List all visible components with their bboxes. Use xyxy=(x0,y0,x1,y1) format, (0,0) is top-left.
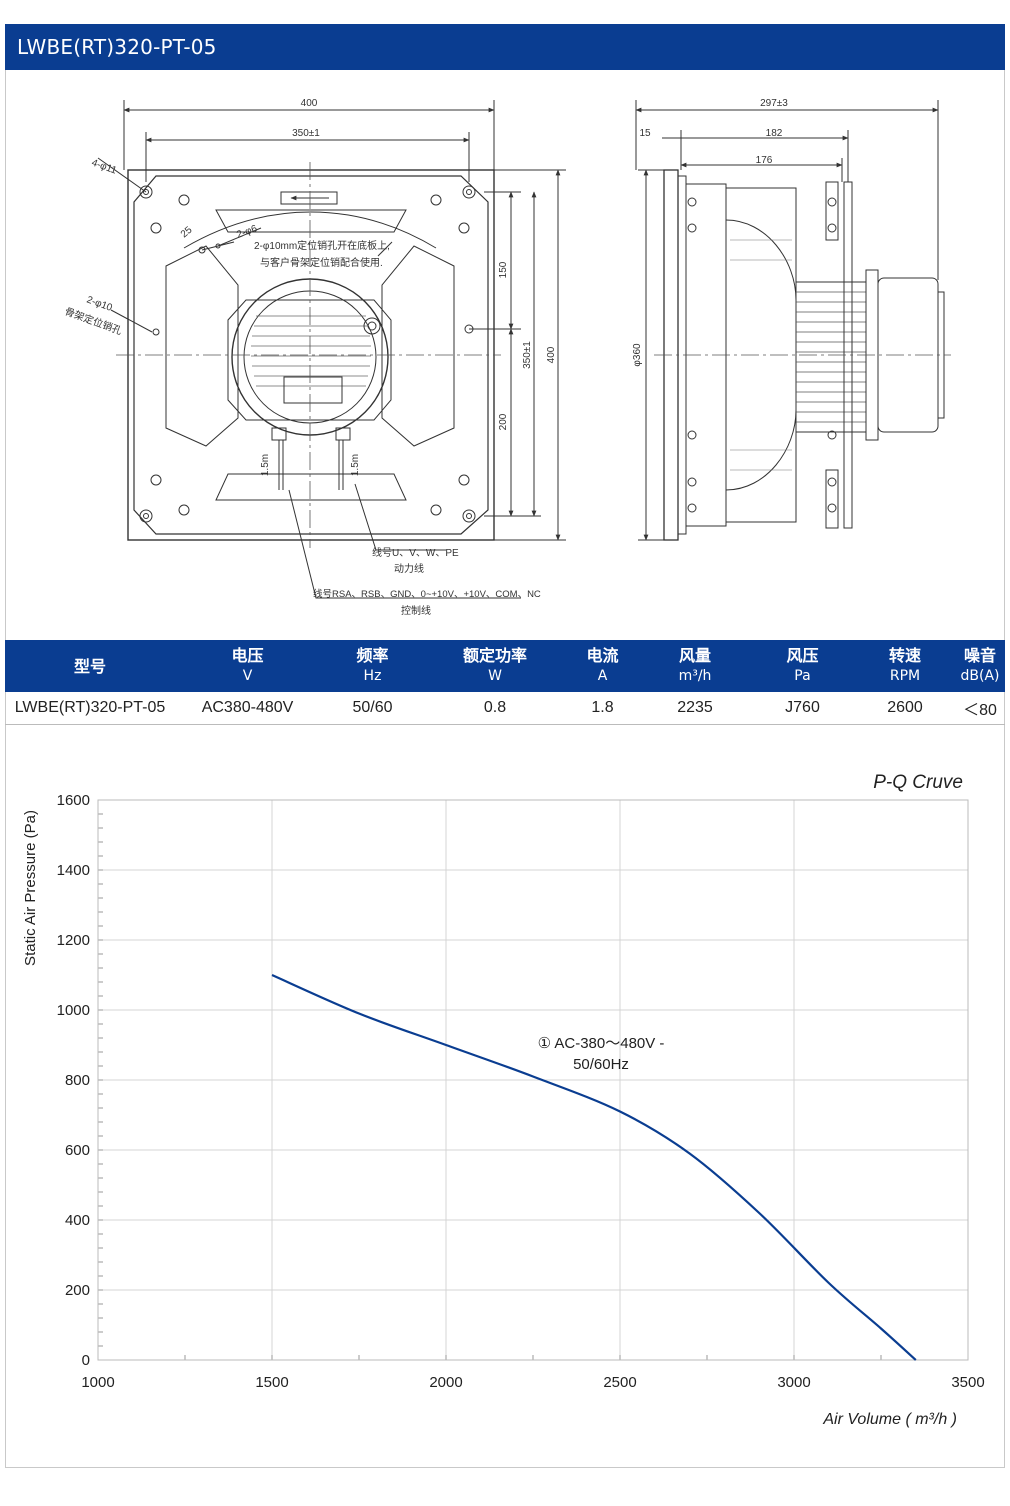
page-title: LWBE(RT)320-PT-05 xyxy=(5,24,1005,70)
y-tick-label: 0 xyxy=(82,1352,90,1369)
power-line-sub: 动力线 xyxy=(394,562,424,575)
dim-1-5m-b: 1.5m xyxy=(350,454,361,476)
cell-speed: 2600 xyxy=(855,692,955,725)
cell-current: 1.8 xyxy=(565,692,640,725)
power-line-label: 线号U、V、W、PE xyxy=(372,546,459,559)
control-line-label: 线号RSA、RSB、GND、0~+10V、+10V、COM、NC xyxy=(313,588,541,600)
technical-drawing: 400 350±1 4-φ11 25 2-φ6 2-φ10mm定位销孔开在底板上… xyxy=(63,98,951,617)
table-row: LWBE(RT)320-PT-05 AC380-480V 50/60 0.8 1… xyxy=(5,692,1005,725)
cell-airflow: 2235 xyxy=(640,692,750,725)
plot-frame xyxy=(97,799,969,1361)
y-tick-label: 600 xyxy=(65,1142,90,1159)
label-2-10: 2-φ10 xyxy=(85,294,114,314)
cell-frequency: 50/60 xyxy=(320,692,425,725)
dim-1-5m-a: 1.5m xyxy=(260,454,271,476)
dim-400-top: 400 xyxy=(301,98,318,109)
header-model: 型号 xyxy=(5,640,175,692)
dim-350-top: 350±1 xyxy=(292,128,320,139)
x-tick-label: 2500 xyxy=(603,1374,636,1391)
label-4-holes: 4-φ11 xyxy=(90,157,118,176)
label-2-10-sub: 骨架定位销孔 xyxy=(63,305,124,338)
x-tick-label: 3000 xyxy=(777,1374,810,1391)
dim-297: 297±3 xyxy=(760,98,788,109)
y-tick-label: 1200 xyxy=(57,932,90,949)
y-tick-label: 200 xyxy=(65,1282,90,1299)
dim-360: φ360 xyxy=(632,343,643,367)
cell-voltage: AC380-480V xyxy=(175,692,320,725)
chart-title: P-Q Cruve xyxy=(873,772,963,793)
dim-200: 200 xyxy=(498,413,509,430)
series-label-line-2: 50/60Hz xyxy=(573,1056,629,1073)
dim-15: 15 xyxy=(639,128,651,139)
label-25: 25 xyxy=(179,224,195,240)
note-line-2: 与客户骨架定位销配合使用. xyxy=(260,256,383,269)
pq-chart: 1000 1500 2000 2500 3000 3500 0 200 400 600 800 100… xyxy=(22,772,985,1428)
cell-power: 0.8 xyxy=(425,692,565,725)
control-line-sub: 控制线 xyxy=(401,604,431,617)
cell-model: LWBE(RT)320-PT-05 xyxy=(5,692,175,725)
x-axis-label: Air Volume ( m³/h ) xyxy=(822,1411,957,1428)
x-tick-label: 2000 xyxy=(429,1374,462,1391)
chart-grid xyxy=(97,799,969,1361)
x-tick-label: 1500 xyxy=(255,1374,288,1391)
y-tick-label: 1400 xyxy=(57,862,90,879)
y-tick-label: 800 xyxy=(65,1072,90,1089)
series-line-ac380 xyxy=(271,973,917,1361)
cell-pressure: J760 xyxy=(750,692,855,725)
label-2-6: 2-φ6 xyxy=(235,223,259,241)
dim-400-right: 400 xyxy=(546,346,557,363)
dim-150: 150 xyxy=(498,261,509,278)
chart-ticks: 1000 1500 2000 2500 3000 3500 0 200 400 600 800 100… xyxy=(57,792,985,1391)
dim-350-right: 350±1 xyxy=(522,341,533,369)
series-label-line-1: ① AC-380～480V - xyxy=(538,1035,665,1052)
x-tick-label: 1000 xyxy=(81,1374,114,1391)
dim-176: 176 xyxy=(756,155,773,166)
cell-noise: ＜80 xyxy=(955,692,1005,725)
note-line-1: 2-φ10mm定位销孔开在底板上, xyxy=(254,239,390,252)
y-tick-label: 1600 xyxy=(57,792,90,809)
dim-182: 182 xyxy=(766,128,783,139)
x-tick-label: 3500 xyxy=(951,1374,984,1391)
y-tick-label: 400 xyxy=(65,1212,90,1229)
y-tick-label: 1000 xyxy=(57,1002,90,1019)
y-axis-label: Static Air Pressure (Pa) xyxy=(22,810,39,966)
